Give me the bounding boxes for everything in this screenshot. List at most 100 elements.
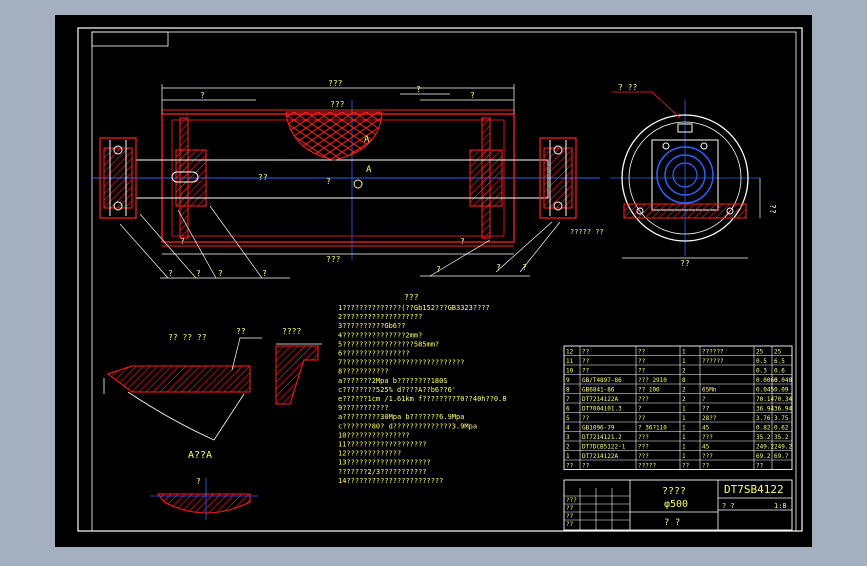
bearing-outer-ring [656,146,714,204]
notes-title: ??? [404,293,419,302]
bottom-dim-left: ? [180,237,185,246]
leader-lines [119,205,561,279]
left-bearing [99,137,137,219]
title-scale-label: ? ? [664,518,680,528]
bom-cell-qty: 1 [682,453,686,460]
section-title: A??A [188,450,212,461]
title-sheet-right: 1:8 [774,502,787,510]
note-line: e??????1cm /1.61km f????????70??40h??0.8 [338,395,507,403]
note-line: 12????????????? [338,450,401,458]
base-bolt-right [726,207,734,215]
bom-cell-no: 11 [566,358,574,365]
bom-cell-no: 8 [566,387,570,394]
title-part-name: ???? [662,486,686,497]
dim-inner: ??? [330,100,345,109]
bom-cell-mat: ?? [702,406,710,413]
note-line: 5?????????????????585mm? [338,340,439,348]
bom-cell-no: 3 [566,434,570,441]
bearing-inner-ring [672,162,698,188]
bolt-left [662,142,670,150]
drum-inner-circle [628,121,742,235]
note-line: 13???????????????????? [338,459,431,467]
bom-cell-code: ?? [582,415,590,422]
dim-overall: ??? [328,79,343,88]
bearing-mid-ring [664,154,706,196]
bom-cell-no: 4 [566,425,570,432]
note-line: 6???????????????? [338,350,410,358]
weld-detail-lower [127,391,245,441]
note-line: 8??????????? [338,368,389,376]
bom-cell-w2: 0.6 [774,368,785,375]
bom-cell-w2: 0.09 [774,387,789,394]
bottom-dim-right: ? [460,237,465,246]
right-bearing [539,137,577,219]
bom-cell-mat: ??? [702,434,713,441]
fillet-detail [275,345,319,405]
bom-header-mat: ?? [702,463,710,470]
bom-cell-w1: 0.0060 [756,377,778,384]
bom-cell-w1: 70.14 [756,396,774,403]
note-line: 2??????????????????? [338,313,422,321]
dim-right: ? [470,91,475,100]
bom-cell-qty: 2 [682,396,686,403]
section-aa-detail [157,493,251,514]
bom-cell-no: 6 [566,406,570,413]
note-line: 10??????????????? [338,431,410,439]
bom-cell-mat: 65Mn [702,387,717,394]
section-mark-top: A [364,135,370,145]
leader-label-1: ? [168,269,173,278]
bom-cell-mat: ? [702,396,706,403]
center-label: ? [326,177,331,186]
bom-header-code: ?? [582,463,590,470]
bolt-right [700,142,708,150]
section-mark-center: A [366,165,372,175]
leader-label-5: ? [436,265,441,274]
bom-cell-code: DT7214122A [582,396,619,403]
leader-label-3: ? [218,269,223,278]
weld-label-3: ???? [282,327,301,336]
title-drawing-no: DT7SB4122 [724,483,784,496]
bom-cell-code: ?? [582,358,590,365]
bom-frame [563,345,793,470]
note-line: 3??????????Gb6?? [338,322,405,330]
dim-small: ? [416,85,421,94]
bom-cell-name: ? 36?110 [638,425,667,432]
title-part-spec: φ500 [664,499,688,510]
bom-cell-w1: 35.2 [756,434,771,441]
title-block-frame [563,479,793,531]
bottom-dim: ??? [326,255,341,264]
leader-label-7: ? [522,263,527,272]
bom-cell-w2: 0.048 [774,377,792,384]
bom-cell-mat: 45 [702,444,710,451]
bom-cell-qty: 1 [682,415,686,422]
bom-cell-no: 9 [566,377,570,384]
bom-cell-code: GB6841-86 [582,387,615,394]
note-line: a?????????30Mpa b???????6.9Mpa [338,413,464,421]
left-disc [179,117,189,239]
bom-cell-name: ?? [638,358,646,365]
bom-cell-w1: 0.045 [756,387,774,394]
weld-leader [231,337,262,371]
bom-cell-w1: 0.5 [756,358,767,365]
side-dim-left: ????? ?? [570,228,604,236]
title-cell-2: ?? [566,505,574,512]
bom-cell-no: 7 [566,396,570,403]
bom-cell-mat: ?????? [702,349,724,356]
title-block: ???? φ500 ? ? DT7SB4122 ? ? 1:8 ??? ?? ?… [563,479,793,531]
bom-cell-w1: 0.3 [756,368,767,375]
bom-header-name: ????? [638,463,656,470]
bom-cell-mat: ??? [702,453,713,460]
bom-cell-qty: 1 [682,358,686,365]
bom-cell-name: ??? [638,396,649,403]
bom-cell-name: ? [638,406,642,413]
bom-cell-code: DT7214122A [582,453,619,460]
bom-cell-code: ?? [582,349,590,356]
note-line: a???????2Mpa b????????180S [338,377,448,385]
bom-cell-w2: 69.7 [774,453,789,460]
bom-cell-name: ??? [638,453,649,460]
bom-cell-code: DT7004101.3 [582,406,622,413]
right-disc [481,117,491,239]
weld-detail-left [106,365,251,393]
